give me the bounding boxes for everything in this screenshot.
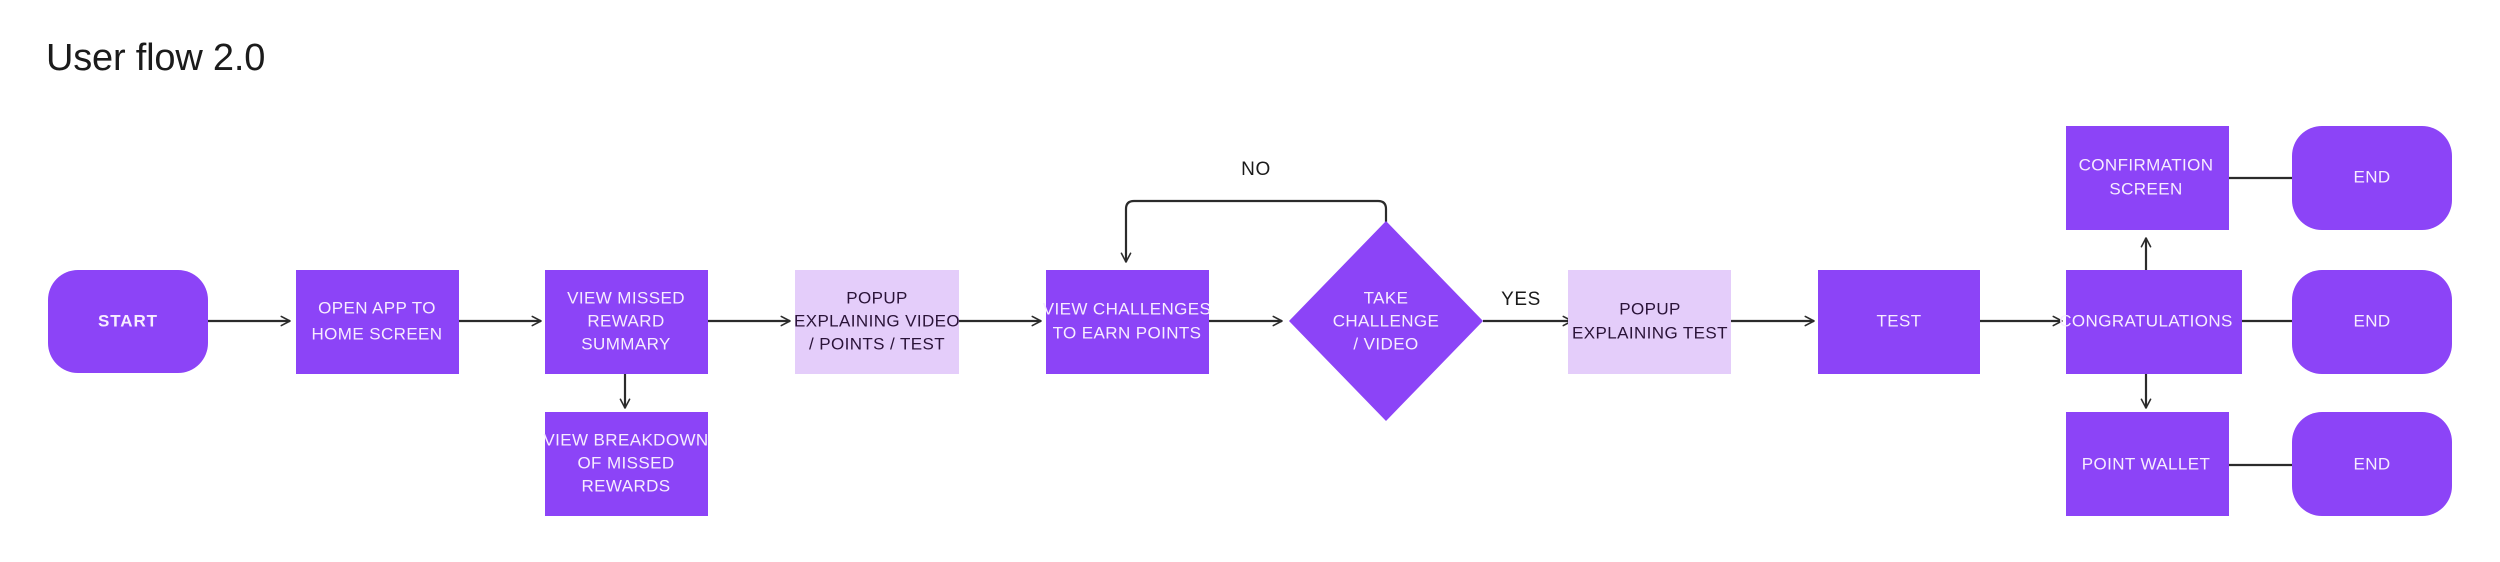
edge-label-yes: YES xyxy=(1501,289,1541,310)
node-start[interactable]: START xyxy=(48,270,208,373)
node-point-wallet[interactable]: POINT WALLET xyxy=(2066,412,2229,516)
node-take-challenge-label-line3: / VIDEO xyxy=(1353,334,1418,353)
node-confirmation-shape[interactable] xyxy=(2066,126,2229,230)
node-view-challenges-label-line1: VIEW CHALLENGES xyxy=(1043,299,1212,318)
node-view-challenges-shape[interactable] xyxy=(1046,270,1209,374)
node-end-middle-label: END xyxy=(2353,311,2390,330)
edge-no-loop-back xyxy=(1120,199,1388,263)
node-view-breakdown-label-line1: VIEW BREAKDOWN xyxy=(543,430,708,449)
node-point-wallet-label: POINT WALLET xyxy=(2082,454,2211,473)
node-end-middle[interactable]: END xyxy=(2292,270,2452,374)
node-end-top-shape[interactable] xyxy=(2292,126,2452,230)
node-view-breakdown-shape[interactable] xyxy=(545,412,708,516)
node-test[interactable]: TEST xyxy=(1818,270,1980,374)
node-open-app-shape[interactable] xyxy=(296,270,459,374)
node-congratulations-label: CONGRATULATIONS xyxy=(2059,311,2233,330)
node-confirmation[interactable]: CONFIRMATION SCREEN xyxy=(2066,126,2229,230)
node-end-middle-shape[interactable] xyxy=(2292,270,2452,374)
node-view-breakdown-label-line2: OF MISSED xyxy=(577,453,674,472)
node-congratulations-shape[interactable] xyxy=(2066,270,2242,374)
node-popup-test-label-line2: EXPLAINING TEST xyxy=(1572,323,1728,342)
node-popup-test[interactable]: POPUP EXPLAINING TEST xyxy=(1568,270,1731,374)
node-popup-video-label-line1: POPUP xyxy=(846,288,908,307)
node-end-top[interactable]: END xyxy=(2292,126,2452,230)
node-start-label: START xyxy=(98,311,158,330)
node-popup-video-label-line3: / POINTS / TEST xyxy=(809,334,945,353)
edge-labels: NO YES xyxy=(1241,159,1541,310)
node-point-wallet-shape[interactable] xyxy=(2066,412,2229,516)
node-view-challenges-label-line2: TO EARN POINTS xyxy=(1053,323,1202,342)
node-view-breakdown[interactable]: VIEW BREAKDOWN OF MISSED REWARDS xyxy=(543,412,708,516)
node-open-app-label-line2: HOME SCREEN xyxy=(312,324,443,343)
node-confirmation-label-line1: CONFIRMATION xyxy=(2079,155,2214,174)
node-view-challenges[interactable]: VIEW CHALLENGES TO EARN POINTS xyxy=(1043,270,1212,374)
node-view-summary[interactable]: VIEW MISSED REWARD SUMMARY xyxy=(545,270,708,374)
node-take-challenge-shape[interactable] xyxy=(1289,221,1483,421)
node-end-bottom[interactable]: END xyxy=(2292,412,2452,516)
node-end-top-label: END xyxy=(2353,167,2390,186)
node-test-label: TEST xyxy=(1876,311,1921,330)
node-confirmation-label-line2: SCREEN xyxy=(2109,179,2182,198)
node-take-challenge-label-line2: CHALLENGE xyxy=(1333,311,1440,330)
node-take-challenge-label-line1: TAKE xyxy=(1364,288,1409,307)
node-popup-video[interactable]: POPUP EXPLAINING VIDEO / POINTS / TEST xyxy=(794,270,960,374)
node-open-app-label-line1: OPEN APP TO xyxy=(318,298,436,317)
node-congratulations[interactable]: CONGRATULATIONS xyxy=(2059,270,2242,374)
node-popup-test-shape[interactable] xyxy=(1568,270,1731,374)
node-view-summary-label-line2: REWARD xyxy=(587,311,664,330)
node-take-challenge[interactable]: TAKE CHALLENGE / VIDEO xyxy=(1289,221,1483,421)
node-test-shape[interactable] xyxy=(1818,270,1980,374)
node-end-bottom-shape[interactable] xyxy=(2292,412,2452,516)
node-popup-test-label-line1: POPUP xyxy=(1619,299,1681,318)
node-view-summary-shape[interactable] xyxy=(545,270,708,374)
node-view-breakdown-label-line3: REWARDS xyxy=(581,476,670,495)
node-popup-video-shape[interactable] xyxy=(795,270,959,374)
node-view-summary-label-line3: SUMMARY xyxy=(581,334,670,353)
page-title: User flow 2.0 xyxy=(46,37,266,79)
node-open-app[interactable]: OPEN APP TO HOME SCREEN xyxy=(296,270,459,374)
node-view-summary-label-line1: VIEW MISSED xyxy=(567,288,685,307)
edge-label-no: NO xyxy=(1241,159,1271,180)
node-start-shape[interactable] xyxy=(48,270,208,373)
node-popup-video-label-line2: EXPLAINING VIDEO xyxy=(794,311,960,330)
node-end-bottom-label: END xyxy=(2353,454,2390,473)
